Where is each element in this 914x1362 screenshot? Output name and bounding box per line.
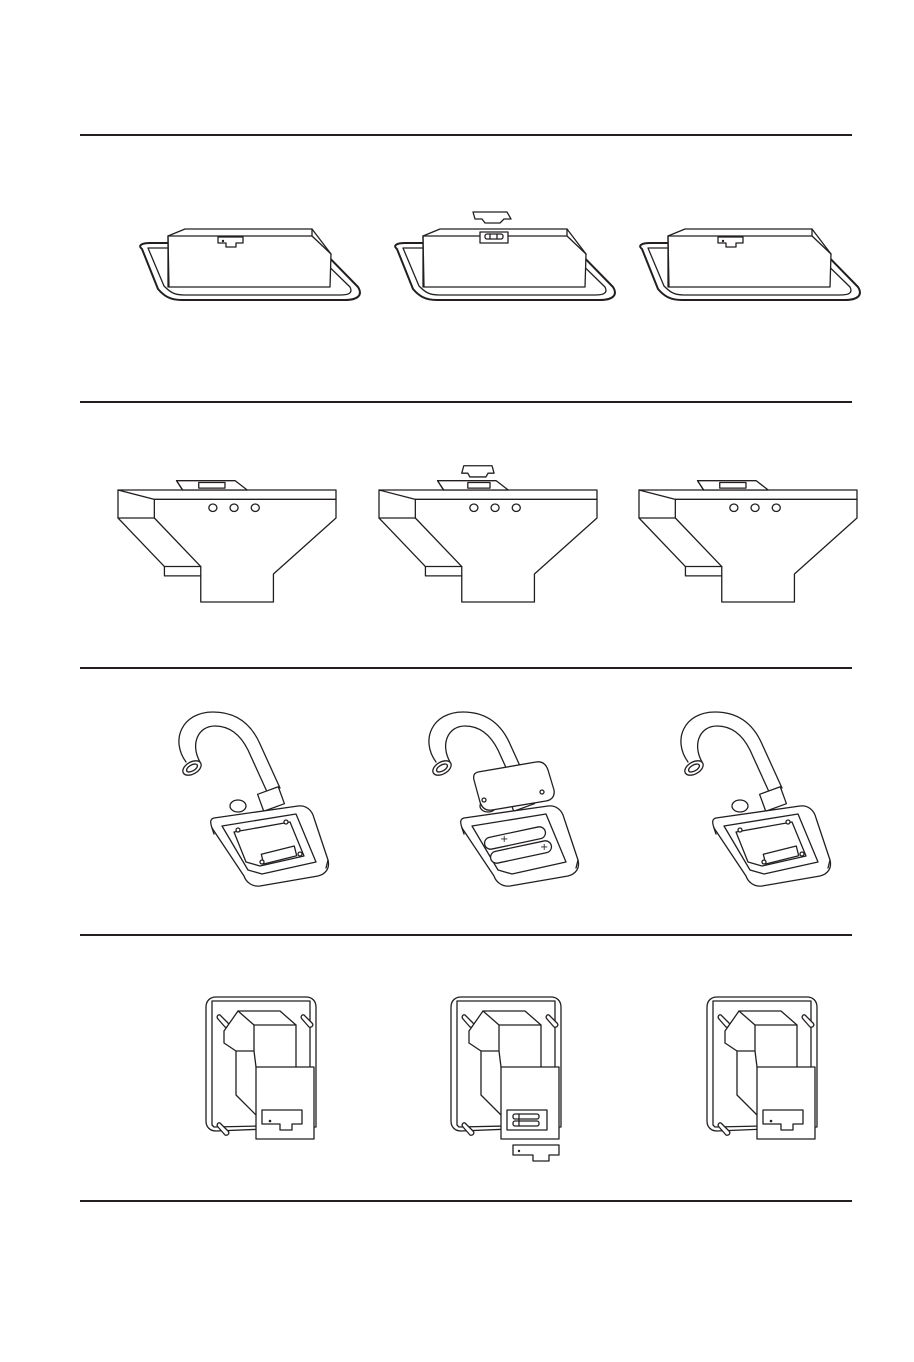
battery-cover-icon: [199, 483, 225, 489]
chimney-hood-step-1: [118, 490, 336, 602]
battery-compartment-icon: [468, 483, 490, 489]
wall-unit-step-1: [206, 997, 318, 1145]
faucet-step-3: [680, 710, 830, 890]
section-divider: [80, 1200, 852, 1202]
battery-cover-icon: [513, 1145, 559, 1161]
wall-unit-step-2: [451, 997, 563, 1162]
plus-sign: +: [500, 834, 508, 845]
flat-hood-step-2: [395, 229, 617, 301]
chimney-hood-step-2: [379, 490, 597, 602]
wall-unit-step-3: [707, 997, 819, 1145]
flat-hood-step-1: [140, 229, 362, 301]
faucet-step-2: + +: [428, 710, 578, 890]
plus-sign: +: [540, 842, 548, 853]
battery-cover-icon: [462, 466, 494, 477]
section-divider: [80, 401, 852, 403]
chimney-hood-step-3: [639, 490, 857, 602]
section-divider: [80, 667, 852, 669]
section-divider: [80, 134, 852, 136]
faucet-step-1: [178, 710, 328, 890]
battery-compartment-icon: [480, 232, 508, 243]
battery-cover-icon: [474, 762, 555, 810]
section-divider: [80, 934, 852, 936]
battery-cover-icon: [473, 212, 511, 223]
battery-cover-icon: [720, 483, 746, 489]
battery-compartment-icon: [507, 1110, 547, 1130]
flat-hood-step-3: [640, 229, 862, 301]
